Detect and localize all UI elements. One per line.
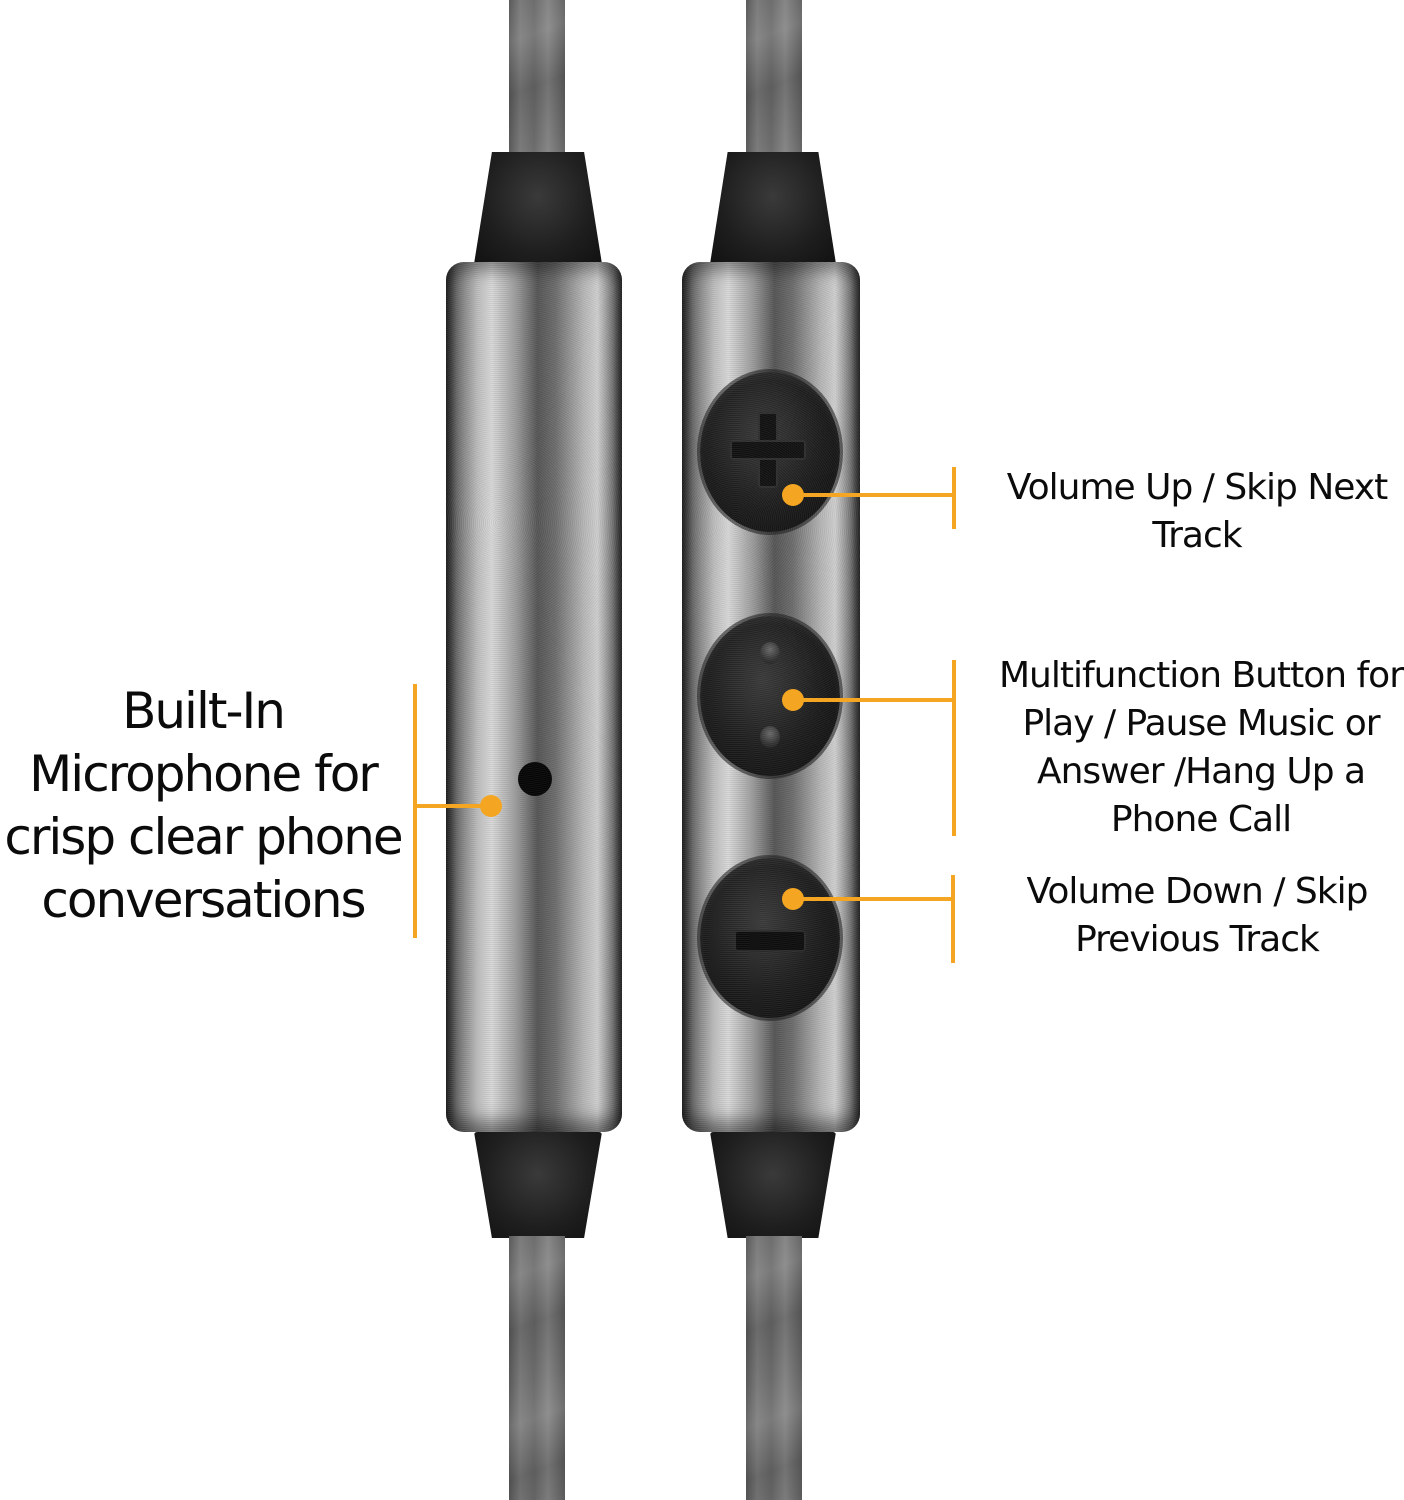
left-cable-top	[509, 0, 565, 160]
right-strain-relief-top	[710, 152, 836, 264]
volume-down-button[interactable]	[700, 858, 840, 1018]
left-strain-relief-top	[474, 152, 602, 264]
mic-callout-dot	[480, 795, 502, 817]
mic-callout-bracket	[413, 684, 417, 938]
multifunction-dots-icon	[760, 642, 780, 664]
plus-icon	[758, 412, 778, 488]
multifunction-callout-bracket	[952, 660, 956, 836]
left-cable-bottom	[509, 1236, 565, 1500]
multifunction-label: Multifunction Button for Play / Pause Mu…	[998, 655, 1404, 840]
volume-up-callout-bracket	[952, 467, 956, 529]
minus-icon	[734, 930, 806, 952]
volume-down-label: Volume Down / Skip Previous Track	[1026, 871, 1369, 960]
right-remote-body	[682, 262, 860, 1132]
volume-up-label: Volume Up / Skip Next Track	[1006, 467, 1388, 556]
right-strain-relief-bottom	[710, 1132, 836, 1238]
microphone-label: Built-In Microphone for crisp clear phon…	[4, 682, 403, 929]
volume-up-button[interactable]	[700, 372, 840, 532]
volume-up-callout-line	[792, 493, 954, 497]
volume-down-callout-bracket	[951, 875, 955, 963]
volume-down-callout-line	[792, 897, 954, 901]
left-strain-relief-bottom	[474, 1132, 602, 1238]
plus-icon-bar	[730, 440, 806, 460]
right-cable-top	[746, 0, 802, 160]
mic-callout-line	[413, 804, 491, 808]
right-cable-bottom	[746, 1236, 802, 1500]
multifunction-callout-line	[792, 698, 954, 702]
multifunction-dot-lower	[760, 726, 780, 748]
left-remote-body	[446, 262, 622, 1132]
microphone-hole-icon	[518, 762, 552, 796]
multifunction-button[interactable]	[700, 616, 840, 776]
